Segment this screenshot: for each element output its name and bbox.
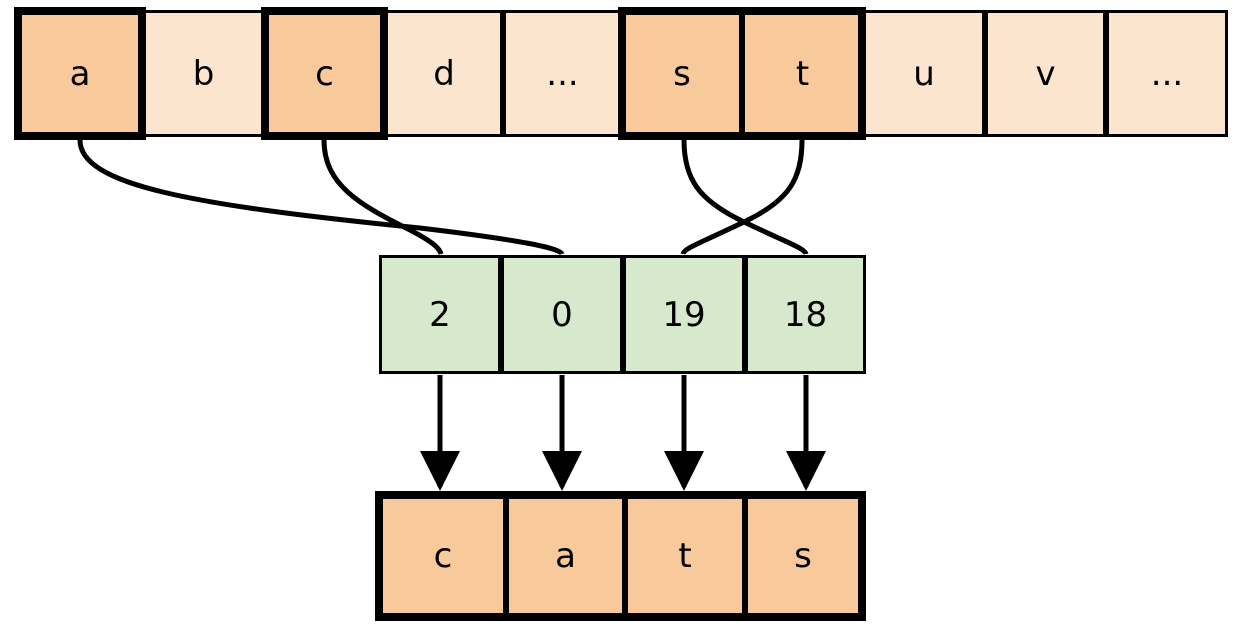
alphabet-cell-v[interactable]: v	[985, 10, 1106, 137]
index-cell-2[interactable]: 19	[623, 255, 745, 374]
alphabet-cell-label: d	[433, 53, 455, 94]
alphabet-cell-label: u	[913, 53, 935, 94]
index-cell-0[interactable]: 2	[379, 255, 501, 374]
index-cell-value: 19	[662, 294, 706, 335]
index-cell-value: 0	[551, 294, 573, 335]
result-cell-label: a	[555, 536, 576, 576]
alphabet-cell-label: ...	[546, 53, 579, 94]
result-cell-label: t	[678, 536, 692, 576]
result-cell-2[interactable]: t	[625, 499, 745, 613]
connector-s-to-index-18	[681, 139, 809, 256]
alphabet-cell-label: s	[673, 53, 691, 94]
alphabet-cell-label: ...	[1150, 53, 1184, 94]
alphabet-cell-s[interactable]: s	[622, 10, 742, 137]
alphabet-cell-label: t	[795, 53, 810, 94]
connector-t-to-index-19	[680, 139, 805, 256]
connector-c-to-index-2	[321, 139, 444, 255]
result-cell-1[interactable]: a	[506, 499, 625, 613]
alphabet-cell-d[interactable]: d	[385, 10, 503, 137]
index-cell-value: 2	[429, 294, 451, 335]
result-cell-label: c	[433, 536, 453, 576]
alphabet-cell-t[interactable]: t	[742, 10, 863, 137]
alphabet-cell-u[interactable]: u	[863, 10, 985, 137]
index-cell-value: 18	[783, 294, 828, 335]
result-cell-3[interactable]: s	[745, 499, 858, 613]
alphabet-cell-ellipsis-1[interactable]: ...	[503, 10, 622, 137]
alphabet-cell-b[interactable]: b	[143, 10, 264, 137]
result-cell-0[interactable]: c	[383, 499, 506, 613]
index-cell-3[interactable]: 18	[745, 255, 866, 374]
alphabet-cell-ellipsis-2[interactable]: ...	[1106, 10, 1228, 137]
alphabet-cell-label: a	[69, 53, 91, 94]
alphabet-cell-c[interactable]: c	[264, 10, 385, 137]
alphabet-cell-a[interactable]: a	[17, 10, 143, 137]
alphabet-cell-label: v	[1035, 53, 1056, 94]
result-cell-label: s	[794, 536, 812, 576]
connector-a-to-index-0	[77, 139, 565, 256]
alphabet-cell-label: c	[315, 53, 334, 94]
alphabet-cell-label: b	[192, 53, 215, 94]
index-cell-1[interactable]: 0	[501, 255, 623, 374]
